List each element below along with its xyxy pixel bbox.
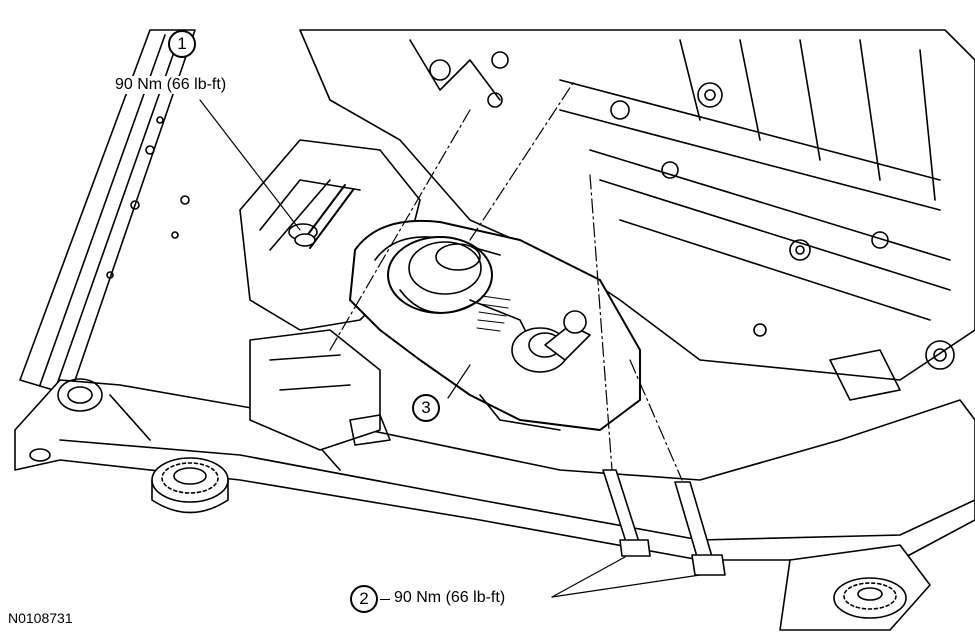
callout-2-leader-dash [380,599,390,600]
callout-1-torque: 90 Nm (66 lb-ft) [115,76,227,94]
mount-label-text-marks [476,295,511,332]
transmission-housing [299,29,975,401]
callout-2-number: 2 [350,585,378,613]
callout-3-number: 3 [412,394,440,422]
mount-bolt-right [674,481,726,576]
subframe-rail [19,29,196,396]
mount-stud-upper [294,184,354,249]
subframe-bushing-left [151,457,229,514]
figure-id: N0108731 [8,610,73,626]
leader-lines [199,99,701,598]
alignment-lines [329,79,683,481]
callout-2-torque: 90 Nm (66 lb-ft) [394,589,506,607]
subframe-bushing-right [779,544,931,631]
transmission-mount [349,219,641,431]
callout-1-number: 1 [168,30,196,58]
